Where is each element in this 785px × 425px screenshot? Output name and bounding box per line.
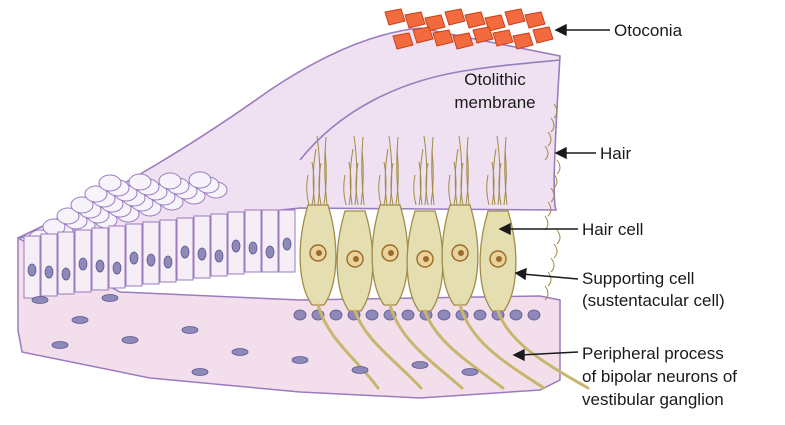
cell-nucleus [147,254,155,266]
cell-nucleus [62,268,70,280]
label-supporting-line1: Supporting cell [582,268,694,289]
hair-cell-nucleolus [458,250,464,256]
kinocilium-edge [545,216,548,230]
cell-nucleus [249,242,257,254]
supporting-nucleus [366,310,378,320]
cell-nucleus [79,258,87,270]
kinocilium-edge [557,160,560,174]
otoconium-crystal [405,12,425,28]
otoconium-crystal [513,33,533,49]
columnar-cell [58,232,74,294]
columnar-cell [160,220,176,282]
label-hair: Hair [600,143,631,164]
otoconium-crystal [473,27,493,43]
label-supporting-line2: (sustentacular cell) [582,290,725,311]
columnar-cell [262,210,278,272]
label-hair-cell: Hair cell [582,219,643,240]
cell-nucleus [164,256,172,268]
columnar-cell [109,226,125,288]
supporting-nucleus [528,310,540,320]
cell-nucleus [130,252,138,264]
otoconium-crystal [465,12,485,28]
otoconium-crystal [525,12,545,28]
fibroblast-nucleus [412,362,428,369]
fibroblast-nucleus [192,369,208,376]
columnar-cell [143,222,159,284]
otoconium-crystal [533,27,553,43]
hair-cell-nucleolus [388,250,394,256]
surface-cell [99,175,121,191]
supporting-nucleus [294,310,306,320]
surface-cell [189,172,211,188]
cell-nucleus [215,250,223,262]
supporting-nucleus [510,310,522,320]
surface-cell [159,173,181,189]
label-otolithic-line2: membrane [440,92,550,113]
fibroblast-nucleus [462,369,478,376]
hair-cell-nucleolus [423,256,429,262]
otoconium-crystal [385,9,405,25]
supporting-nucleus [402,310,414,320]
columnar-cell [211,214,227,276]
otoconium-crystal [505,9,525,25]
fibroblast-nucleus [352,367,368,374]
fibroblast-nucleus [232,349,248,356]
otoconium-crystal [493,30,513,46]
fibroblast-nucleus [292,357,308,364]
columnar-cell [92,228,108,290]
kinocilium-edge [548,272,551,286]
fibroblast-nucleus [32,297,48,304]
kinocilium-edge [554,244,557,258]
otoconium-crystal [445,9,465,25]
cell-nucleus [232,240,240,252]
supporting-nucleus [330,310,342,320]
fibroblast-nucleus [182,327,198,334]
label-peripheral-line3: vestibular ganglion [582,389,724,410]
label-otoconia: Otoconia [614,20,682,41]
kinocilium-edge [557,230,560,244]
label-otolithic-line1: Otolithic [440,69,550,90]
surface-cell [129,174,151,190]
label-peripheral-line1: Peripheral process [582,343,724,364]
fibroblast-nucleus [72,317,88,324]
columnar-cell [194,216,210,278]
fibroblast-nucleus [102,295,118,302]
cell-nucleus [113,262,121,274]
cell-nucleus [96,260,104,272]
cell-nucleus [45,266,53,278]
cell-nucleus [266,246,274,258]
cell-nucleus [181,246,189,258]
hair-cell-nucleolus [496,256,502,262]
supporting-nucleus [438,310,450,320]
cell-nucleus [28,264,36,276]
cell-nucleus [283,238,291,250]
hair-cell-nucleolus [353,256,359,262]
cell-nucleus [198,248,206,260]
hair-cells [300,205,516,311]
fibroblast-nucleus [122,337,138,344]
label-peripheral-line2: of bipolar neurons of [582,366,737,387]
kinocilium-edge [551,258,554,272]
hair-cell-nucleolus [316,250,322,256]
fibroblast-nucleus [52,342,68,349]
columnar-cell [245,210,261,272]
columnar-cell [41,234,57,296]
supporting-nucleus [474,310,486,320]
